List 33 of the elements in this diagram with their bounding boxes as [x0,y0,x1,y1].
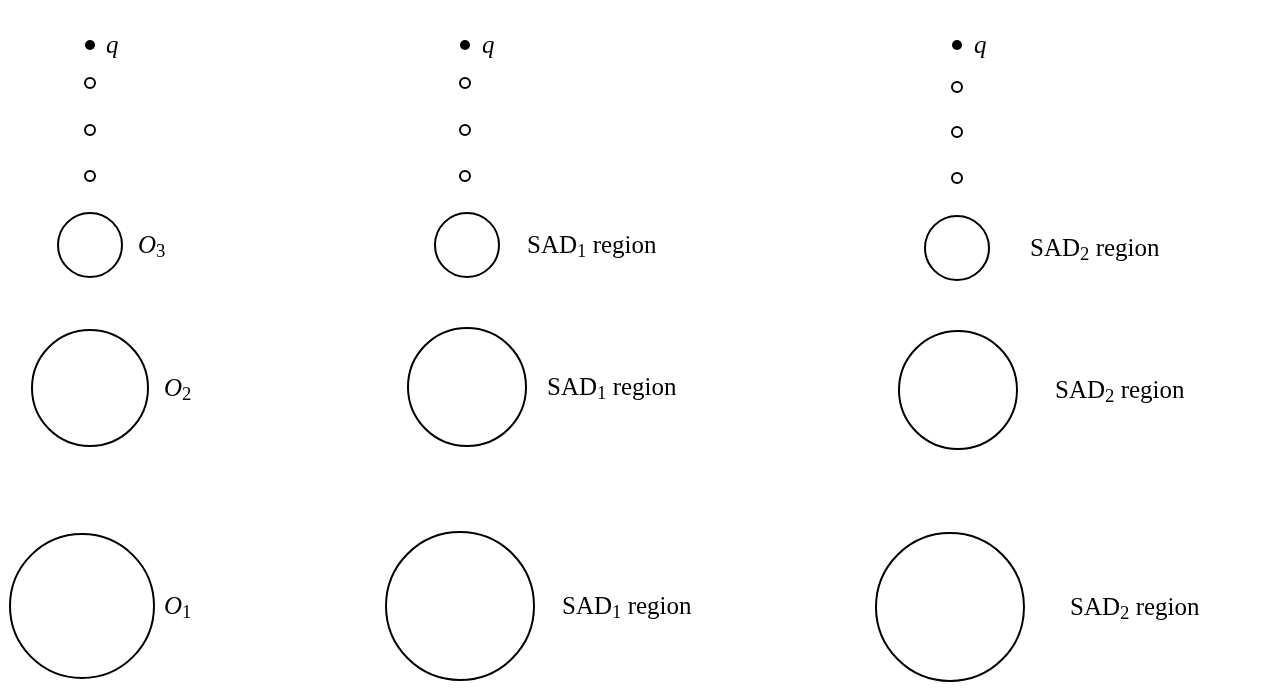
circle [31,329,149,447]
small-circle [951,126,963,138]
small-circle [84,77,96,89]
circle-label: O$_{1}$ [164,591,192,621]
circle [385,531,535,681]
point-label: q [106,30,119,60]
small-circle [84,124,96,136]
circle-label: SAD$_{1}$ region [562,591,692,621]
circle-label: SAD$_{1}$ region [527,230,657,260]
point-label: q [974,30,987,60]
circle-label: O$_{3}$ [138,230,166,260]
small-circle [459,170,471,182]
filled-dot [85,40,95,50]
circle [407,327,527,447]
circle [434,212,500,278]
circle [924,215,990,281]
circle [9,533,155,679]
circle-label: SAD$_{2}$ region [1055,375,1185,405]
circle-label: O$_{2}$ [164,373,192,403]
small-circle [951,81,963,93]
point-label: q [482,30,495,60]
circle-label: SAD$_{2}$ region [1070,592,1200,622]
circle [898,330,1018,450]
small-circle [84,170,96,182]
small-circle [459,124,471,136]
small-circle [951,172,963,184]
circle-label: SAD$_{1}$ region [547,372,677,402]
circle [875,532,1025,682]
circle [57,212,123,278]
circle-label: SAD$_{2}$ region [1030,233,1160,263]
filled-dot [952,40,962,50]
filled-dot [460,40,470,50]
small-circle [459,77,471,89]
